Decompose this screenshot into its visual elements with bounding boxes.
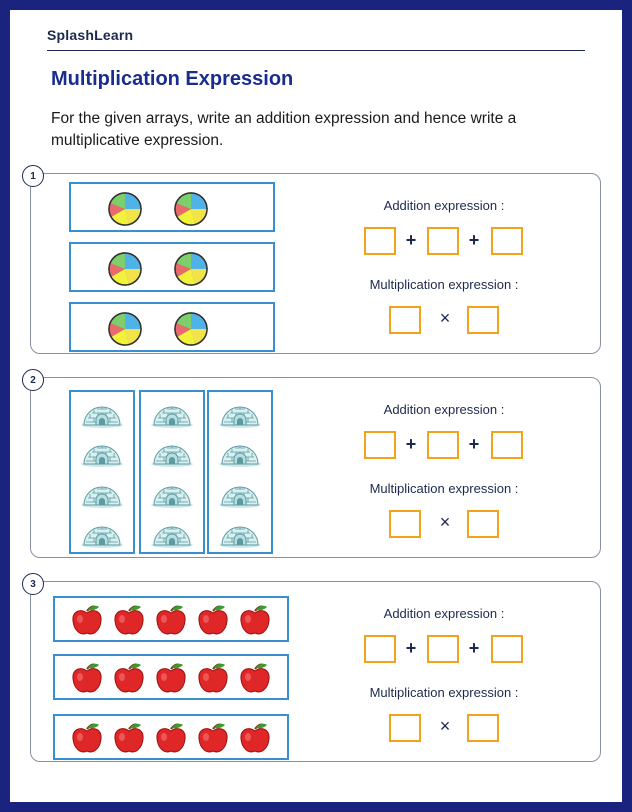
array-group bbox=[53, 596, 289, 642]
multiplication-answer-box[interactable] bbox=[467, 306, 499, 334]
apple-icon bbox=[153, 602, 189, 643]
beach-ball-icon bbox=[107, 191, 143, 232]
times-sign: × bbox=[439, 512, 451, 532]
beach-ball-icon bbox=[107, 251, 143, 292]
igloo-icon bbox=[80, 518, 124, 553]
addition-answer-box[interactable] bbox=[364, 431, 396, 459]
plus-sign: + bbox=[405, 638, 417, 658]
plus-sign: + bbox=[468, 434, 480, 454]
plus-sign: + bbox=[468, 638, 480, 658]
problem-card: 1 Addition expression : + + Multiplication … bbox=[22, 165, 601, 354]
plus-sign: + bbox=[468, 230, 480, 250]
array-group bbox=[69, 390, 135, 554]
apple-icon bbox=[237, 602, 273, 643]
addition-answer-box[interactable] bbox=[364, 635, 396, 663]
problem-number: 1 bbox=[22, 165, 44, 187]
igloo-icon bbox=[150, 437, 194, 472]
array-group bbox=[53, 654, 289, 700]
multiplication-answer-box[interactable] bbox=[389, 306, 421, 334]
apple-icon bbox=[237, 720, 273, 761]
array-group bbox=[69, 302, 275, 352]
igloo-icon bbox=[218, 437, 262, 472]
addition-expression-label: Addition expression : bbox=[383, 402, 505, 417]
apple-icon bbox=[195, 602, 231, 643]
apple-icon bbox=[111, 720, 147, 761]
array-group bbox=[69, 242, 275, 292]
array-group bbox=[53, 714, 289, 760]
addition-answer-box[interactable] bbox=[427, 431, 459, 459]
addition-answer-box[interactable] bbox=[491, 227, 523, 255]
igloo-icon bbox=[80, 437, 124, 472]
page-title: Multiplication Expression bbox=[51, 68, 294, 90]
igloo-icon bbox=[150, 398, 194, 433]
apple-icon bbox=[195, 720, 231, 761]
times-sign: × bbox=[439, 308, 451, 328]
multiplication-expression-label: Multiplication expression : bbox=[369, 685, 519, 700]
times-sign: × bbox=[439, 716, 451, 736]
igloo-icon bbox=[80, 398, 124, 433]
apple-icon bbox=[237, 660, 273, 701]
igloo-icon bbox=[150, 518, 194, 553]
header-divider bbox=[47, 50, 585, 51]
plus-sign: + bbox=[405, 434, 417, 454]
multiplication-answer-box[interactable] bbox=[467, 510, 499, 538]
addition-answer-box[interactable] bbox=[491, 635, 523, 663]
igloo-icon bbox=[218, 478, 262, 513]
addition-answer-box[interactable] bbox=[427, 635, 459, 663]
apple-icon bbox=[195, 660, 231, 701]
apple-icon bbox=[69, 720, 105, 761]
multiplication-expression-label: Multiplication expression : bbox=[369, 481, 519, 496]
beach-ball-icon bbox=[107, 311, 143, 352]
problem-card: 2 Addition expression : + + Multiplication … bbox=[22, 369, 601, 558]
addition-expression-label: Addition expression : bbox=[383, 606, 505, 621]
problem-number: 2 bbox=[22, 369, 44, 391]
multiplication-answer-box[interactable] bbox=[389, 510, 421, 538]
beach-ball-icon bbox=[173, 251, 209, 292]
apple-icon bbox=[153, 660, 189, 701]
multiplication-answer-box[interactable] bbox=[389, 714, 421, 742]
igloo-icon bbox=[218, 518, 262, 553]
addition-expression-label: Addition expression : bbox=[383, 198, 505, 213]
addition-answer-box[interactable] bbox=[491, 431, 523, 459]
apple-icon bbox=[69, 602, 105, 643]
apple-icon bbox=[69, 660, 105, 701]
apple-icon bbox=[153, 720, 189, 761]
multiplication-answer-box[interactable] bbox=[467, 714, 499, 742]
addition-answer-box[interactable] bbox=[427, 227, 459, 255]
problem-number: 3 bbox=[22, 573, 44, 595]
apple-icon bbox=[111, 660, 147, 701]
multiplication-expression-label: Multiplication expression : bbox=[369, 277, 519, 292]
beach-ball-icon bbox=[173, 311, 209, 352]
addition-answer-box[interactable] bbox=[364, 227, 396, 255]
worksheet: SplashLearn Multiplication Expression Fo… bbox=[10, 10, 622, 802]
array-group bbox=[139, 390, 205, 554]
igloo-icon bbox=[80, 478, 124, 513]
problem-card: 3 Addition expression : + + Multiplication … bbox=[22, 573, 601, 762]
array-group bbox=[207, 390, 273, 554]
brand-logo: SplashLearn bbox=[47, 27, 134, 43]
array-group bbox=[69, 182, 275, 232]
apple-icon bbox=[111, 602, 147, 643]
plus-sign: + bbox=[405, 230, 417, 250]
beach-ball-icon bbox=[173, 191, 209, 232]
igloo-icon bbox=[150, 478, 194, 513]
igloo-icon bbox=[218, 398, 262, 433]
instructions: For the given arrays, write an addition … bbox=[51, 110, 517, 149]
